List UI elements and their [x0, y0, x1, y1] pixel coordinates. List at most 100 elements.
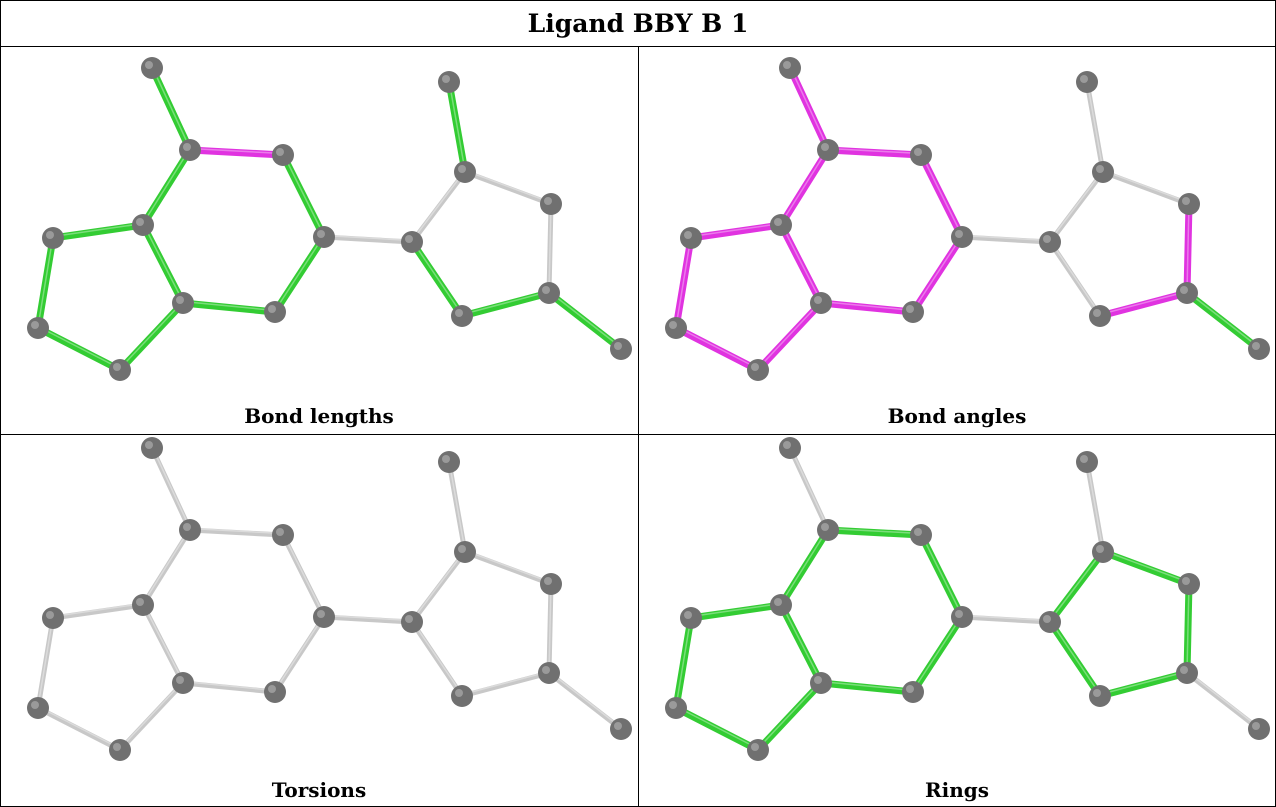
bond — [272, 614, 327, 695]
bond — [777, 601, 825, 687]
atom — [141, 437, 163, 459]
bond — [1084, 79, 1106, 175]
bond-highlight — [151, 446, 191, 529]
atom-highlight — [1093, 689, 1101, 697]
atom-highlight — [914, 148, 922, 156]
atom — [438, 451, 460, 473]
atom-highlight — [814, 296, 822, 304]
atom-highlight — [136, 598, 144, 606]
bond-highlight — [37, 705, 121, 750]
atom — [179, 519, 201, 541]
bond-highlight — [461, 290, 550, 316]
bond-highlight — [789, 66, 829, 149]
atom — [817, 139, 839, 161]
bond — [409, 169, 468, 245]
atom — [109, 739, 131, 761]
bond — [409, 549, 468, 625]
atom-highlight — [1080, 75, 1088, 83]
bond-highlight — [827, 527, 922, 535]
bond-highlight — [548, 670, 622, 729]
atom — [951, 606, 973, 628]
bond — [279, 151, 328, 241]
bond-highlight — [820, 300, 914, 312]
bond — [140, 527, 193, 608]
bond-highlight — [274, 615, 325, 691]
atom-highlight — [914, 528, 922, 536]
atom — [132, 214, 154, 236]
bond-highlight — [142, 223, 184, 302]
bond-highlight — [52, 602, 144, 618]
bond-highlight — [961, 234, 1051, 242]
atom — [1089, 305, 1111, 327]
caption-torsions: Torsions — [271, 778, 367, 802]
bond — [672, 324, 762, 374]
atom — [27, 317, 49, 339]
bond — [180, 680, 278, 695]
atom-highlight — [751, 363, 759, 371]
bond — [824, 146, 925, 159]
atom-highlight — [1252, 722, 1260, 730]
atom-highlight — [783, 61, 791, 69]
atom — [451, 305, 473, 327]
atom-highlight — [955, 610, 963, 618]
atom-highlight — [276, 528, 284, 536]
bond — [1046, 548, 1107, 626]
atom — [1039, 611, 1061, 633]
bond-highlight — [182, 300, 276, 312]
bond-highlight — [448, 80, 466, 171]
atom — [264, 681, 286, 703]
atom — [1039, 231, 1061, 253]
molecule-bond-lengths — [27, 57, 632, 381]
atom-highlight — [46, 231, 54, 239]
atom-highlight — [405, 235, 413, 243]
atom — [810, 292, 832, 314]
atom — [272, 524, 294, 546]
bond-highlight — [961, 614, 1051, 622]
atom-highlight — [542, 666, 550, 674]
bond-highlight — [464, 549, 552, 584]
bond-highlight — [151, 66, 191, 149]
atom-highlight — [1182, 197, 1190, 205]
bond — [446, 459, 468, 555]
bond — [321, 614, 415, 625]
molecule-torsions — [27, 437, 632, 761]
bond — [817, 679, 917, 696]
atom-highlight — [751, 743, 759, 751]
atom — [665, 317, 687, 339]
atom — [272, 144, 294, 166]
figure-title: Ligand BBY B 1 — [527, 8, 749, 38]
atom-highlight — [1096, 545, 1104, 553]
bond — [1047, 239, 1103, 319]
bond — [149, 445, 193, 533]
bond-highlight — [548, 202, 552, 292]
atom — [810, 672, 832, 694]
bond-highlight — [780, 528, 829, 604]
bond-highlight — [37, 325, 121, 370]
atom-highlight — [906, 305, 914, 313]
bond — [959, 614, 1053, 625]
atom-highlight — [1043, 615, 1051, 623]
atom-highlight — [145, 61, 153, 69]
bond-highlight — [1099, 670, 1188, 696]
atom — [451, 685, 473, 707]
atom-highlight — [821, 143, 829, 151]
bond — [271, 233, 328, 316]
bond-highlight — [274, 235, 325, 311]
bond-highlight — [827, 147, 922, 155]
bond-highlight — [820, 680, 914, 692]
bond — [754, 679, 825, 754]
bond — [179, 299, 279, 316]
bond — [409, 619, 465, 699]
bond-highlight — [757, 300, 822, 370]
atom-highlight — [821, 523, 829, 531]
bond-highlight — [461, 670, 550, 696]
atom — [454, 541, 476, 563]
bond-highlight — [448, 460, 466, 551]
bond-highlight — [912, 235, 963, 311]
bond-highlight — [1102, 169, 1190, 204]
atom-highlight — [814, 676, 822, 684]
atom — [42, 607, 64, 629]
bond-highlight — [1102, 549, 1190, 584]
